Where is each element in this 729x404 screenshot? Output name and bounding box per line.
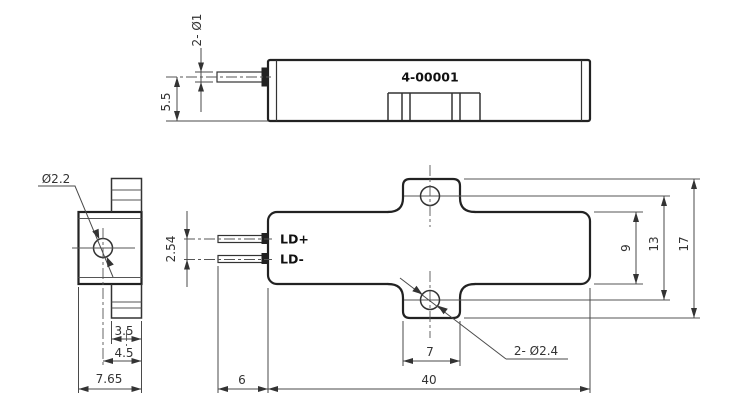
plan-pin-centerlines: [184, 238, 272, 260]
plan-bottom-tab: [386, 282, 477, 320]
end-view: Ø2.2 3.5 4.5 7.65: [38, 172, 143, 393]
plan-top-tab: [386, 177, 477, 214]
plan-pin-negative-stub: [261, 253, 269, 264]
dim-hole-span: 13: [647, 236, 661, 251]
dim-pin-diameter: 2- Ø1: [190, 14, 204, 47]
end-top-tab: [110, 177, 143, 212]
dim-tab-thickness: 3.5: [114, 324, 133, 338]
plan-view: 2.54 LD+ LD- 6 40 7 2- Ø2.4 9 13 17: [164, 165, 700, 393]
plan-pin-positive-stub: [261, 233, 269, 244]
pin-negative-label: LD-: [280, 252, 304, 267]
side-body-outline: [266, 58, 592, 123]
plan-pin-negative: [217, 254, 264, 264]
side-dimension-arrows: [174, 62, 204, 121]
dim-pin-height: 5.5: [159, 92, 173, 111]
end-hole-leader: [38, 185, 114, 278]
end-dimension-lines: [78, 287, 142, 393]
end-bottom-tab-lines: [111, 301, 142, 309]
side-end-cap-lines: [275, 60, 583, 121]
plan-body-outline: [266, 210, 592, 286]
plan-extension-lines-right: [404, 178, 700, 319]
side-dimension-lines: [166, 48, 268, 122]
dim-overall-width: 17: [677, 236, 691, 251]
side-view: 2- Ø1 5.5 4-00001: [159, 14, 592, 123]
dim-aperture-diameter: Ø2.2: [42, 172, 71, 186]
plan-bottom-tab-fill: [388, 280, 475, 318]
plan-dimension-lines: [186, 179, 695, 393]
pin-positive-label: LD+: [280, 232, 309, 247]
side-pin-stub: [261, 67, 269, 87]
part-number-label: 4-00001: [401, 70, 458, 85]
dim-pin-length: 6: [238, 373, 246, 387]
dim-overall-depth: 7.65: [96, 372, 123, 386]
dim-pin-pitch: 2.54: [164, 236, 178, 263]
end-centerlines: [102, 228, 127, 365]
end-bottom-tab: [110, 284, 143, 319]
dim-body-length: 40: [421, 373, 436, 387]
dim-body-width: 9: [619, 244, 633, 252]
end-top-tab-lines: [111, 189, 142, 201]
side-mount-foot: [387, 92, 481, 120]
plan-top-tab-fill: [388, 179, 475, 216]
plan-bottom-mount-hole: [419, 289, 441, 311]
end-hole-leader-arrows: [92, 228, 114, 268]
dim-tab-width: 7: [426, 345, 434, 359]
dim-hole-offset: 4.5: [114, 346, 133, 360]
dim-mount-hole-callout: 2- Ø2.4: [514, 344, 558, 358]
